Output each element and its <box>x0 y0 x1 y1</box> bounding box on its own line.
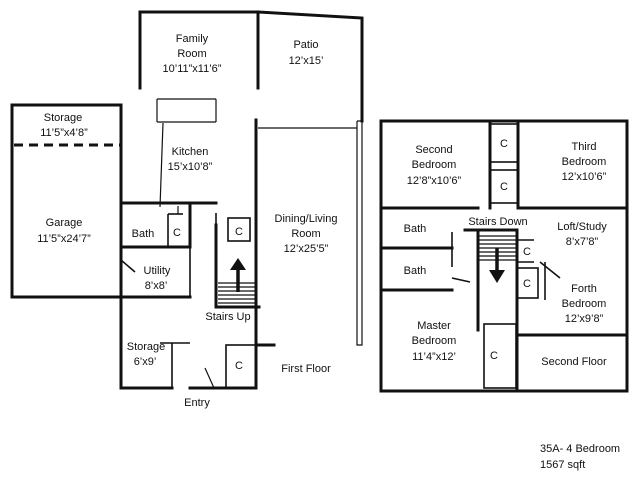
first-floor-stairs <box>218 258 256 304</box>
entry-closet: C <box>235 360 243 372</box>
plan-summary: 35A- 4 Bedroom 1567 sqft <box>540 443 620 471</box>
patio-name: Patio <box>293 39 318 51</box>
storage-top-size: 11’5”x4’8” <box>40 127 88 139</box>
dining-name1: Dining/Living <box>275 213 338 225</box>
stairs-up-label: Stairs Up <box>205 311 250 323</box>
forth-bedroom-name1: Forth <box>571 283 597 295</box>
loft-size: 8’x7’8” <box>566 236 599 248</box>
utility-size: 8’x8’ <box>145 280 168 292</box>
first-floor-label: First Floor <box>281 363 331 375</box>
second-bedroom-name1: Second <box>415 144 452 156</box>
kitchen-name: Kitchen <box>172 146 209 158</box>
family-room-name1: Family <box>176 33 209 45</box>
family-room-name2: Room <box>177 48 206 60</box>
upper-closet-1: C <box>500 138 508 150</box>
forth-bedroom-size: 12’x9’8” <box>565 313 604 325</box>
kitchen-size: 15’x10’8” <box>168 161 213 173</box>
loft-closet: C <box>523 246 531 258</box>
dining-size: 12’x25’5” <box>284 243 329 255</box>
upper-closet-2: C <box>500 181 508 193</box>
garage-name: Garage <box>46 217 83 229</box>
family-room-size: 10’11”x11’6” <box>163 63 222 75</box>
second-floor-stairs <box>479 235 516 283</box>
loft-name: Loft/Study <box>557 221 607 233</box>
plan-area: 1567 sqft <box>540 459 585 471</box>
stairs-down-label: Stairs Down <box>468 216 527 228</box>
second-floor-label: Second Floor <box>541 356 607 368</box>
forth-bedroom-name2: Bedroom <box>562 298 607 310</box>
first-bath-closet: C <box>173 227 181 239</box>
third-bedroom-name2: Bedroom <box>562 156 607 168</box>
second-bath-1: Bath <box>404 223 427 235</box>
patio-size: 12’x15’ <box>289 55 324 67</box>
master-bedroom-name2: Bedroom <box>412 335 457 347</box>
second-bedroom-name2: Bedroom <box>412 159 457 171</box>
master-bedroom-size: 11’4”x12’ <box>412 351 456 363</box>
second-floor-walls <box>379 119 629 393</box>
storage-bottom-name: Storage <box>127 341 166 353</box>
plan-model: 35A- 4 Bedroom <box>540 443 620 455</box>
third-bedroom-size: 12’x10’6” <box>562 171 607 183</box>
second-floor-labels: Second Bedroom 12’8”x10’6” C C Third Bed… <box>404 138 608 368</box>
utility-name: Utility <box>144 265 171 277</box>
second-bath-2: Bath <box>404 265 427 277</box>
master-closet: C <box>490 350 498 362</box>
stair-closet: C <box>235 226 243 238</box>
storage-top-name: Storage <box>44 112 83 124</box>
first-floor-walls <box>10 10 364 390</box>
entry-label: Entry <box>184 397 210 409</box>
master-bedroom-name1: Master <box>417 320 451 332</box>
third-bedroom-name1: Third <box>571 141 596 153</box>
forth-closet: C <box>523 278 531 290</box>
garage-size: 11’5”x24’7” <box>37 233 91 245</box>
second-bedroom-size: 12’8”x10’6” <box>407 175 462 187</box>
dining-name2: Room <box>291 228 320 240</box>
storage-bottom-size: 6’x9’ <box>134 356 157 368</box>
first-bath-label: Bath <box>132 228 155 240</box>
first-floor-labels: Family Room 10’11”x11’6” Patio 12’x15’ S… <box>37 33 337 409</box>
